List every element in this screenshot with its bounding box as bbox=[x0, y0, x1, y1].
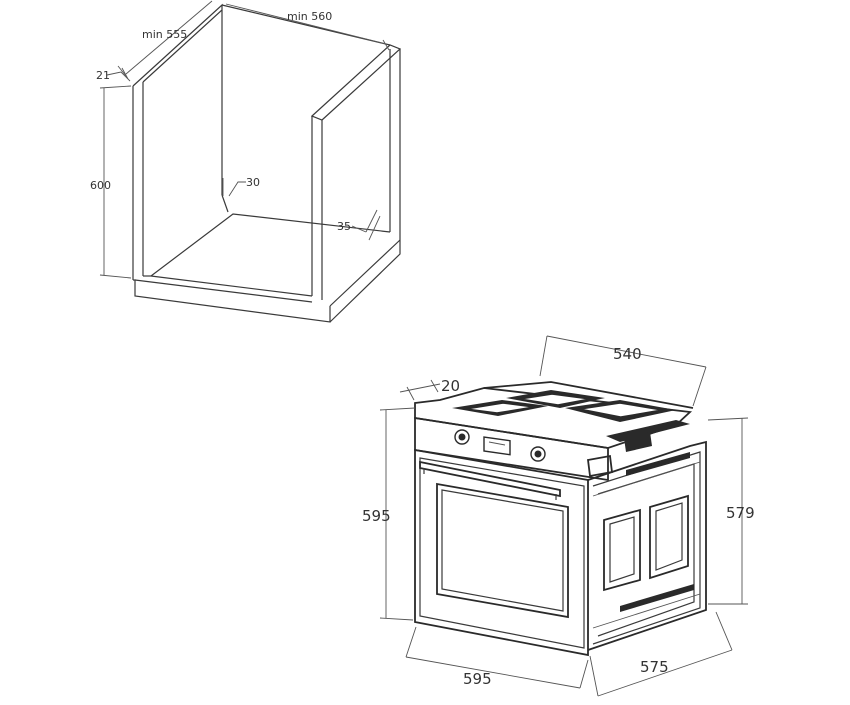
oven-front-door bbox=[414, 448, 589, 657]
dim-gap-bottom-label: 35 bbox=[337, 220, 351, 233]
dim-depth-top: 540 bbox=[539, 335, 707, 407]
oven-top-surface bbox=[414, 381, 694, 449]
door-window bbox=[436, 482, 569, 619]
dim-gap-back-label: 30 bbox=[246, 176, 260, 189]
dim-front-height-label: 595 bbox=[362, 507, 391, 525]
cabinet-left-panel bbox=[132, 3, 223, 280]
display-icon bbox=[483, 436, 511, 456]
dim-width-min-label: min 560 bbox=[287, 10, 332, 23]
dim-front-height: 595 bbox=[362, 407, 416, 621]
dim-depth-top-label: 540 bbox=[613, 345, 642, 363]
dim-front-width: 595 bbox=[405, 626, 589, 689]
cabinet-right-panel bbox=[310, 44, 402, 300]
dim-depth-min: min 555 bbox=[121, 0, 213, 80]
dim-height-label: 600 bbox=[90, 179, 111, 192]
dim-body-height: 579 bbox=[707, 417, 755, 605]
dim-panel-thickness: 21 bbox=[96, 65, 131, 82]
dim-front-offset-label: 20 bbox=[441, 377, 460, 395]
door-handle bbox=[419, 460, 561, 498]
dim-front-offset: 20 bbox=[399, 377, 460, 401]
dim-gap-bottom: 35 bbox=[337, 209, 381, 241]
dim-body-height-label: 579 bbox=[726, 504, 755, 522]
cabinet-bottom-shelf bbox=[133, 213, 401, 323]
dim-body-depth: 575 bbox=[589, 611, 733, 697]
dim-height: 600 bbox=[90, 85, 132, 279]
cabinet-niche: min 555 min 560 21 600 30 bbox=[90, 0, 402, 323]
oven: 540 20 595 579 595 bbox=[362, 335, 755, 697]
dim-gap-back: 30 bbox=[222, 176, 260, 197]
dim-panel-thickness-label: 21 bbox=[96, 69, 110, 82]
dim-body-depth-label: 575 bbox=[640, 658, 669, 676]
oven-side-body bbox=[587, 440, 707, 651]
oven-control-panel bbox=[414, 416, 652, 482]
dim-depth-min-label: min 555 bbox=[142, 28, 187, 41]
dim-width-min: min 560 bbox=[225, 3, 390, 51]
dim-front-width-label: 595 bbox=[463, 670, 492, 688]
